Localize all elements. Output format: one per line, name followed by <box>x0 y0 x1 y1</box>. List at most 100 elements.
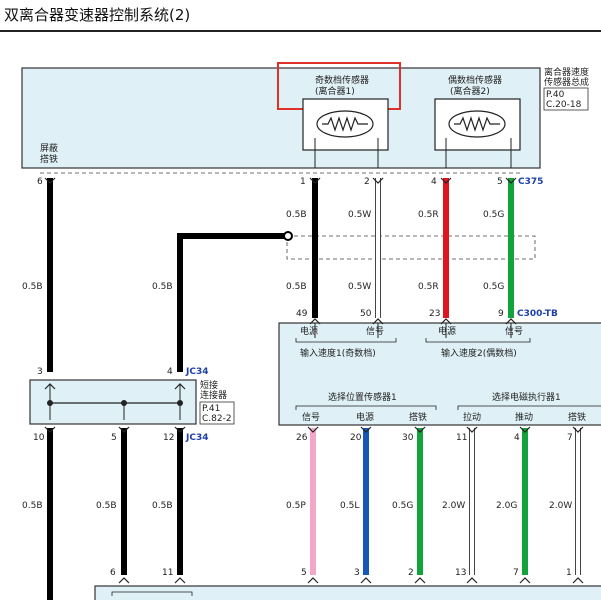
tcm-bracket-4 <box>457 405 601 410</box>
even-sensor-resistor-icon <box>454 116 500 132</box>
pin-top-6: 6 <box>37 177 43 187</box>
pin-bottom-5: 5 <box>301 568 307 578</box>
tcm-signal-2: 信号 <box>505 325 523 337</box>
tcm-bracket-2 <box>425 338 531 343</box>
chevron-icon <box>519 577 531 584</box>
chevron-icon <box>466 577 478 584</box>
label-w2-lower: 0.5W <box>348 282 371 292</box>
pin-jc-out-10: 10 <box>33 433 45 443</box>
pin-top-5: 5 <box>497 177 503 187</box>
tcm-sol-actuator-title: 选择电磁执行器1 <box>492 391 561 403</box>
tcm-panel <box>278 322 601 426</box>
label-tcm-green: 0.5G <box>392 501 413 511</box>
odd-sensor-sub: (离合器1) <box>315 85 355 97</box>
sensor-ref-page: P.40 <box>546 90 565 100</box>
pin-bottom-6: 6 <box>110 568 116 578</box>
junction-ref-page: P.41 <box>202 404 220 414</box>
junction-label-2: 连接器 <box>200 389 227 401</box>
connector-jc34-bottom: JC34 <box>185 433 208 443</box>
shield-dash-box <box>286 235 536 260</box>
junction-ref-code: C.82-2 <box>202 414 232 424</box>
pin-tcm-20: 20 <box>350 433 362 443</box>
label-w1-upper: 0.5B <box>286 210 307 220</box>
tcm-pos-signal: 信号 <box>302 411 320 423</box>
chevron-icon <box>307 577 319 584</box>
pin-top-1: 1 <box>300 177 306 187</box>
label-w4-upper: 0.5R <box>418 210 439 220</box>
pin-tcm-4: 4 <box>514 433 520 443</box>
junction-dot-left <box>47 400 53 406</box>
tcm-input-speed-2: 输入速度2(偶数档) <box>441 347 517 359</box>
shield-label-1: 屏蔽 <box>40 142 58 154</box>
sensor-ref-title-2: 传感器总成 <box>544 76 589 88</box>
tcm-pos-sensor-title: 选择位置传感器1 <box>328 391 397 403</box>
label-jc-out-left: 0.5B <box>22 501 43 511</box>
pin-jc-out-12: 12 <box>163 433 174 443</box>
label-shield-left: 0.5B <box>22 282 43 292</box>
pin-tcm-11: 11 <box>456 433 467 443</box>
shield-splice-dot <box>283 231 293 241</box>
junction-label-1: 短接 <box>200 379 218 391</box>
label-tcm-w2: 2.0W <box>549 501 572 511</box>
tcm-sol-pull: 拉动 <box>463 411 481 423</box>
label-tcm-pink: 0.5P <box>286 501 306 511</box>
chevron-icon <box>174 577 186 584</box>
even-sensor-sub: (离合器2) <box>450 85 490 97</box>
pin-tcm-30: 30 <box>402 433 414 443</box>
pin-bottom-11: 11 <box>162 568 173 578</box>
pin-tcm-7: 7 <box>567 433 573 443</box>
pin-c300-49: 49 <box>296 309 308 319</box>
junction-dot-right <box>177 400 183 406</box>
tcm-sol-ground: 搭铁 <box>568 411 586 423</box>
chevron-icon <box>414 577 426 584</box>
label-w1-lower: 0.5B <box>286 282 307 292</box>
diagram-title: 双离合器变速器控制系统(2) <box>4 6 191 24</box>
chevron-icon <box>572 577 584 584</box>
pin-jc-in-4: 4 <box>167 367 173 377</box>
odd-sensor-title: 奇数档传感器 <box>315 74 369 86</box>
shield-label-2: 搭铁 <box>40 153 58 165</box>
even-sensor-title: 偶数档传感器 <box>448 74 502 86</box>
junction-connector-box <box>29 379 197 425</box>
sensor-ref-code: C.20-18 <box>546 100 582 110</box>
odd-sensor-resistor-icon <box>322 116 368 132</box>
junction-ref-box <box>199 401 235 425</box>
label-w4-lower: 0.5R <box>418 282 439 292</box>
label-tcm-g: 2.0G <box>496 501 517 511</box>
tcm-power-1: 电源 <box>300 325 318 337</box>
bottom-module-panel <box>94 585 601 600</box>
tcm-pos-ground: 搭铁 <box>409 411 427 423</box>
sensor-ref-box <box>543 87 589 111</box>
tcm-bracket-1 <box>295 338 397 343</box>
label-w5-upper: 0.5G <box>483 210 504 220</box>
chevron-icon <box>118 577 130 584</box>
label-tcm-blue: 0.5L <box>340 501 359 511</box>
pin-c300-9: 9 <box>498 309 504 319</box>
label-tcm-w1: 2.0W <box>442 501 465 511</box>
pin-bottom-3: 3 <box>354 568 360 578</box>
tcm-power-2: 电源 <box>438 325 456 337</box>
tcm-pos-power: 电源 <box>356 411 374 423</box>
label-jc-out-right: 0.5B <box>152 501 173 511</box>
pin-bottom-1: 1 <box>566 568 572 578</box>
connector-jc34-top: JC34 <box>185 367 208 377</box>
wire-shield-jumper <box>177 233 288 372</box>
connector-c375: C375 <box>518 177 543 187</box>
tcm-sol-push: 推动 <box>515 411 533 423</box>
pin-top-2: 2 <box>364 177 370 187</box>
bottom-bracket <box>111 591 193 596</box>
tcm-signal-1: 信号 <box>366 325 384 337</box>
pin-tcm-26: 26 <box>296 433 308 443</box>
label-w5-lower: 0.5G <box>483 282 504 292</box>
pin-top-4: 4 <box>431 177 437 187</box>
pin-bottom-13: 13 <box>455 568 466 578</box>
label-jc-out-mid: 0.5B <box>96 501 117 511</box>
chevron-icon <box>360 577 372 584</box>
connector-c300: C300-TB <box>517 309 558 319</box>
pin-bottom-7: 7 <box>513 568 519 578</box>
sensor-ref-title-1: 离合器速度 <box>544 66 589 78</box>
label-w2-upper: 0.5W <box>348 210 371 220</box>
pin-jc-in-3: 3 <box>37 367 43 377</box>
label-shield-mid: 0.5B <box>152 282 173 292</box>
